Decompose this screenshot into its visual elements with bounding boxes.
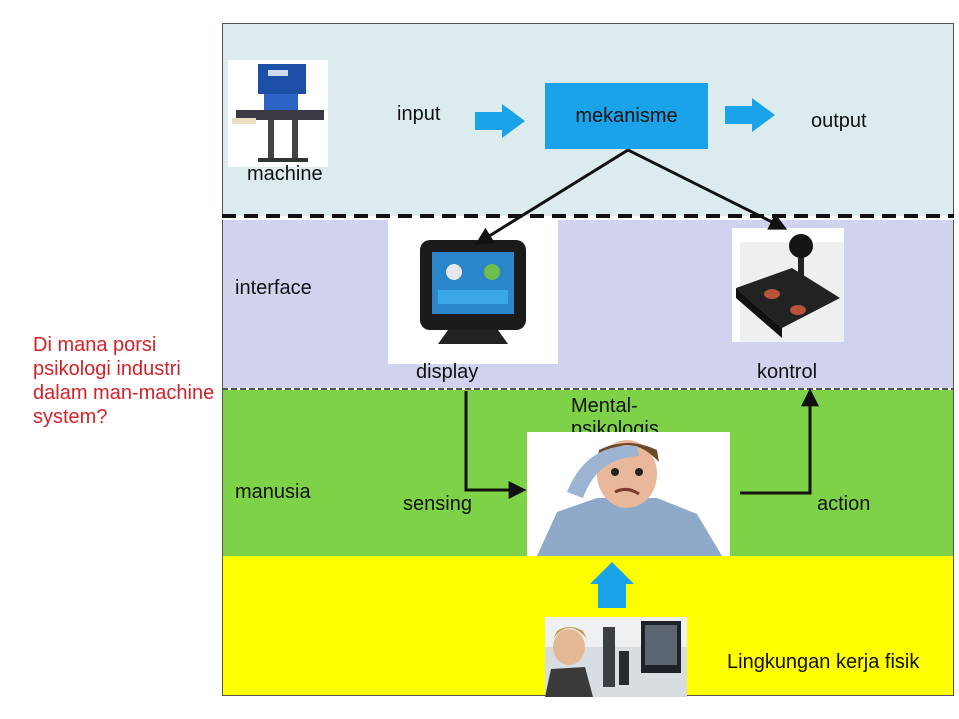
lingkungan-up-arrow-icon — [590, 562, 634, 608]
display-device-photo — [388, 220, 558, 364]
action-label: action — [817, 493, 871, 515]
lingkungan-label: Lingkungan kerja fisik — [727, 651, 920, 673]
output-arrow-icon — [725, 98, 775, 132]
input-arrow-icon — [475, 104, 525, 138]
mekanisme-to-display-arrow — [474, 148, 629, 245]
output-label: output — [811, 110, 867, 132]
office-workers-photo — [545, 617, 687, 697]
interface-label: interface — [235, 277, 312, 299]
question-text: Di mana porsi psikologi industri dalam m… — [33, 334, 215, 428]
mekanisme-label: mekanisme — [575, 104, 678, 127]
display-label: display — [416, 361, 479, 383]
manusia-label: manusia — [235, 481, 311, 503]
machine-photo — [228, 60, 328, 167]
input-label: input — [397, 103, 441, 125]
mekanisme-box: mekanisme — [545, 83, 708, 149]
joystick-photo — [732, 228, 844, 342]
machine-label: machine — [247, 163, 323, 185]
display-to-mental-arrow — [464, 391, 527, 499]
mekanisme-to-kontrol-arrow — [627, 148, 788, 230]
mental-to-kontrol-arrow — [740, 388, 819, 495]
confused-man-photo — [527, 432, 730, 556]
sensing-label: sensing — [403, 493, 472, 515]
kontrol-label: kontrol — [757, 361, 818, 383]
